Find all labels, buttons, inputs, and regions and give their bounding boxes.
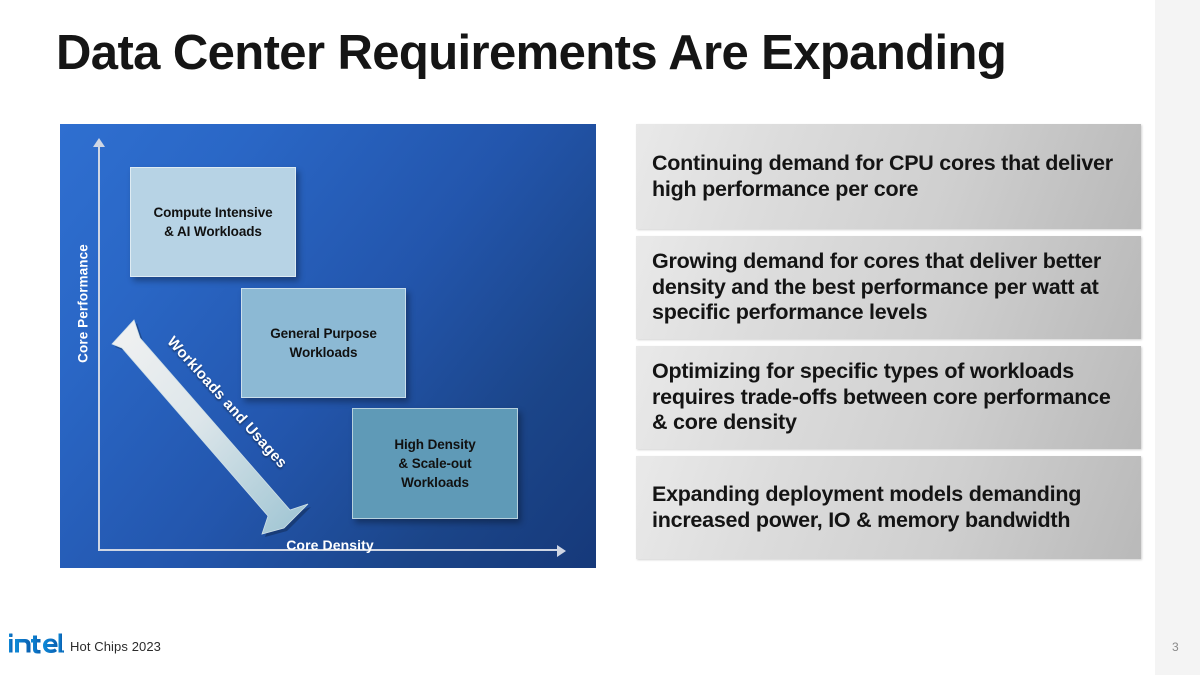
requirements-panel-list: Continuing demand for CPU cores that del… (636, 124, 1141, 559)
requirement-panel[interactable]: Expanding deployment models demanding in… (636, 456, 1141, 559)
y-axis-line (98, 146, 100, 551)
intel-logo-icon (9, 633, 64, 654)
requirement-panel-text: Continuing demand for CPU cores that del… (652, 151, 1113, 201)
footer-event-label: Hot Chips 2023 (70, 639, 162, 654)
requirement-panel[interactable]: Growing demand for cores that deliver be… (636, 236, 1141, 339)
requirement-panel-text: Growing demand for cores that deliver be… (652, 249, 1101, 325)
requirement-panel[interactable]: Continuing demand for CPU cores that del… (636, 124, 1141, 229)
page-title: Data Center Requirements Are Expanding (56, 26, 1007, 80)
x-axis-label: Core Density (286, 537, 374, 553)
page-number: 3 (1172, 640, 1179, 654)
y-axis-label: Core Performance (75, 244, 91, 363)
workload-box-compute-intensive[interactable]: Compute Intensive& AI Workloads (130, 167, 296, 277)
x-axis-arrowhead-icon (557, 545, 566, 557)
requirement-panel-text: Optimizing for specific types of workloa… (652, 359, 1111, 435)
y-axis-arrowhead-icon (93, 138, 105, 147)
right-edge-strip (1155, 0, 1200, 675)
workload-quadrant-diagram: Core Performance Core Density Workloads … (60, 124, 596, 568)
requirement-panel[interactable]: Optimizing for specific types of workloa… (636, 346, 1141, 449)
workload-box-compute-intensive-label: Compute Intensive& AI Workloads (153, 205, 273, 239)
x-axis-line (98, 549, 560, 551)
requirement-panel-text: Expanding deployment models demanding in… (652, 482, 1082, 532)
